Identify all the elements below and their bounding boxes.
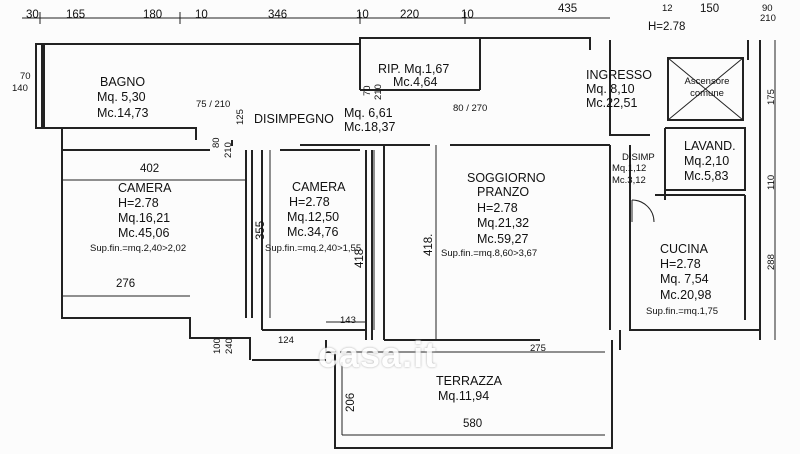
camera1-sup: Sup.fin.=mq.2,40>2,02	[90, 243, 187, 254]
lavand-mc: Mc.5,83	[684, 169, 729, 183]
dim-30: 30	[26, 9, 39, 21]
dim-100: 100	[212, 338, 223, 354]
lavand-mq: Mq.2,10	[684, 154, 730, 168]
camera2-name: CAMERA	[292, 180, 346, 194]
room-disimpegno-mq: Mq. 6,61	[344, 106, 393, 120]
room-disimpegno-name: DISIMPEGNO	[254, 112, 334, 126]
room-rip-door: 70	[362, 85, 373, 96]
dim-150: 150	[700, 3, 720, 15]
room-ascensore-name: Ascensore comune	[684, 76, 730, 99]
camera2-dim: 355	[255, 220, 267, 240]
room-rip-door2: 210	[373, 84, 384, 100]
terrazza-name: TERRAZZA	[436, 374, 502, 388]
soggiorno-mq: Mq.21,32	[477, 216, 530, 230]
camera2-mc: Mc.34,76	[287, 225, 339, 239]
cucina-h: H=2.78	[660, 257, 701, 271]
room-bagno-name: BAGNO	[100, 75, 146, 89]
dim-165: 165	[66, 9, 86, 21]
terrazza-height: 206	[345, 392, 357, 412]
dim-10: 10	[195, 9, 208, 21]
camera2-mq: Mq.12,50	[287, 210, 340, 224]
dim-275: 275	[530, 343, 546, 354]
dim-435: 435	[558, 3, 578, 15]
room-rip-name: RIP. Mq.1,67	[378, 62, 450, 76]
soggiorno-sup: Sup.fin.=mq.8,60>3,67	[441, 248, 538, 259]
dim-10c: 10	[461, 9, 474, 21]
soggiorno-dim: 418.	[423, 233, 435, 256]
camera1-width2: 276	[116, 278, 136, 290]
dim-346: 346	[268, 9, 288, 21]
room-disimpegno-door: 80 / 270	[453, 103, 488, 114]
disimp2-name: DISIMP	[622, 152, 655, 163]
soggiorno-mc: Mc.59,27	[477, 232, 529, 246]
height-ingresso: H=2.78	[648, 21, 686, 33]
room-disimpegno-mc: Mc.18,37	[344, 120, 396, 134]
dim-10b: 10	[356, 9, 369, 21]
dim-143: 143	[340, 315, 356, 326]
cucina-name: CUCINA	[660, 242, 708, 256]
cucina-sup: Sup.fin.=mq.1,75	[646, 306, 719, 317]
camera2-sup: Sup.fin.=mq.2,40>1,55	[265, 243, 362, 254]
disimp2-mq: Mq.1,12	[612, 163, 647, 174]
dim-175: 175	[766, 89, 777, 105]
camera1-mc: Mc.45,06	[118, 226, 170, 240]
dim-220: 220	[400, 9, 420, 21]
cucina-mq: Mq. 7,54	[660, 272, 709, 286]
dim-240: 240	[224, 338, 235, 354]
dim-124: 124	[278, 335, 294, 346]
camera2-dim2: 418	[354, 248, 366, 268]
dim-90: 90	[762, 3, 773, 14]
dim-110: 110	[766, 174, 777, 190]
dim-70: 70	[20, 71, 31, 82]
cucina-mc: Mc.20,98	[660, 288, 712, 302]
dim-180: 180	[143, 9, 163, 21]
camera1-width: 402	[140, 163, 160, 175]
soggiorno-name1: SOGGIORNO	[467, 171, 546, 185]
dim-140: 140	[12, 83, 28, 94]
room-ingresso-name: INGRESSO	[586, 68, 652, 82]
dim-125: 125	[235, 109, 246, 125]
dim-210: 210	[760, 13, 776, 24]
watermark-logo: casa.it	[318, 334, 438, 375]
room-rip-mc: Mc.4,64	[393, 75, 438, 89]
camera1-name: CAMERA	[118, 181, 172, 195]
room-ingresso-mc: Mc.22,51	[586, 96, 638, 110]
dim-80: 80	[211, 137, 222, 148]
dim-288: 288	[766, 254, 777, 270]
room-bagno-mc: Mc.14,73	[97, 106, 149, 120]
dim-12: 12	[662, 3, 673, 14]
room-ingresso-mq: Mq. 8,10	[586, 82, 635, 96]
dim-210: 210	[223, 142, 234, 158]
room-bagno-mq: Mq. 5,30	[97, 90, 146, 104]
soggiorno-name2: PRANZO	[477, 185, 530, 199]
room-bagno-door: 75 / 210	[196, 99, 231, 110]
camera2-h: H=2.78	[289, 195, 330, 209]
camera1-h: H=2.78	[118, 196, 159, 210]
camera1-mq: Mq.16,21	[118, 211, 171, 225]
terrazza-mq: Mq.11,94	[438, 389, 490, 403]
terrazza-width: 580	[463, 418, 483, 430]
disimp2-mc: Mc.3,12	[612, 175, 646, 186]
lavand-name: LAVAND.	[684, 139, 736, 153]
soggiorno-h: H=2.78	[477, 201, 518, 215]
